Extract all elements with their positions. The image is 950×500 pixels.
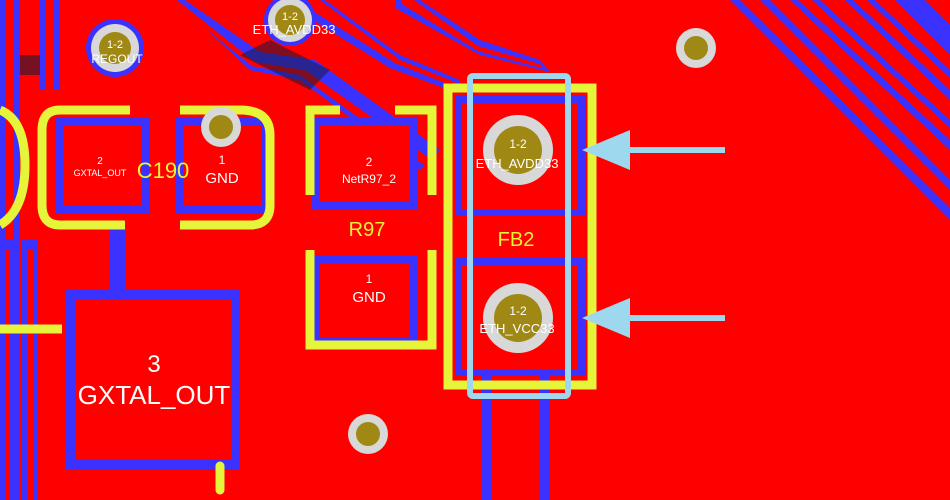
fb2-pad-top-number: 1-2 bbox=[509, 137, 527, 151]
arrow-bottom-icon bbox=[582, 298, 725, 338]
r97-pad2-number: 2 bbox=[366, 155, 373, 169]
fb2-pad-bottom[interactable]: 1-2 ETH_VCC33 bbox=[479, 283, 555, 353]
via-bottom[interactable] bbox=[348, 414, 388, 454]
c190-pad1-net: GND bbox=[205, 170, 239, 187]
via-eth-avdd33-number: 1-2 bbox=[282, 11, 298, 23]
gxtal-pad-net: GXTAL_OUT bbox=[78, 380, 231, 410]
arrow-top-icon bbox=[582, 130, 725, 170]
r97-pad1-number: 1 bbox=[366, 272, 373, 286]
gxtal-out-pad[interactable]: 3 GXTAL_OUT bbox=[65, 230, 240, 470]
via-top-right[interactable] bbox=[676, 28, 716, 68]
r97-pad1-net: GND bbox=[352, 289, 386, 306]
r97-pad2-net: NetR97_2 bbox=[342, 172, 396, 186]
via-eth-avdd33-net: ETH_AVDD33 bbox=[253, 22, 336, 37]
left-channels bbox=[0, 240, 38, 500]
gxtal-pad-number: 3 bbox=[147, 351, 160, 378]
via-regout-number: 1-2 bbox=[107, 39, 123, 51]
selection-box bbox=[467, 73, 571, 399]
c190-pad2-number: 2 bbox=[97, 156, 103, 167]
c190-designator: C190 bbox=[137, 158, 190, 183]
fb2-pad-top-net: ETH_AVDD33 bbox=[476, 156, 559, 171]
c190-pad2-net: GXTAL_OUT bbox=[74, 168, 127, 178]
fb2-pad-top[interactable]: 1-2 ETH_AVDD33 bbox=[476, 115, 559, 185]
via-regout-net: REGOUT bbox=[91, 52, 143, 66]
fb2-pad-bottom-net: ETH_VCC33 bbox=[479, 321, 554, 336]
via-regout[interactable]: 1-2 REGOUT bbox=[86, 19, 144, 77]
fb2-designator: FB2 bbox=[498, 229, 535, 251]
r97-footprint[interactable]: R97 2 NetR97_2 1 GND bbox=[305, 105, 437, 350]
fb2-pad-bottom-number: 1-2 bbox=[509, 304, 527, 318]
via-c190-gnd[interactable] bbox=[201, 107, 241, 147]
c190-pad1-number: 1 bbox=[219, 153, 226, 167]
r97-designator: R97 bbox=[349, 219, 386, 241]
via-eth-avdd33[interactable]: 1-2 ETH_AVDD33 bbox=[253, 0, 336, 46]
